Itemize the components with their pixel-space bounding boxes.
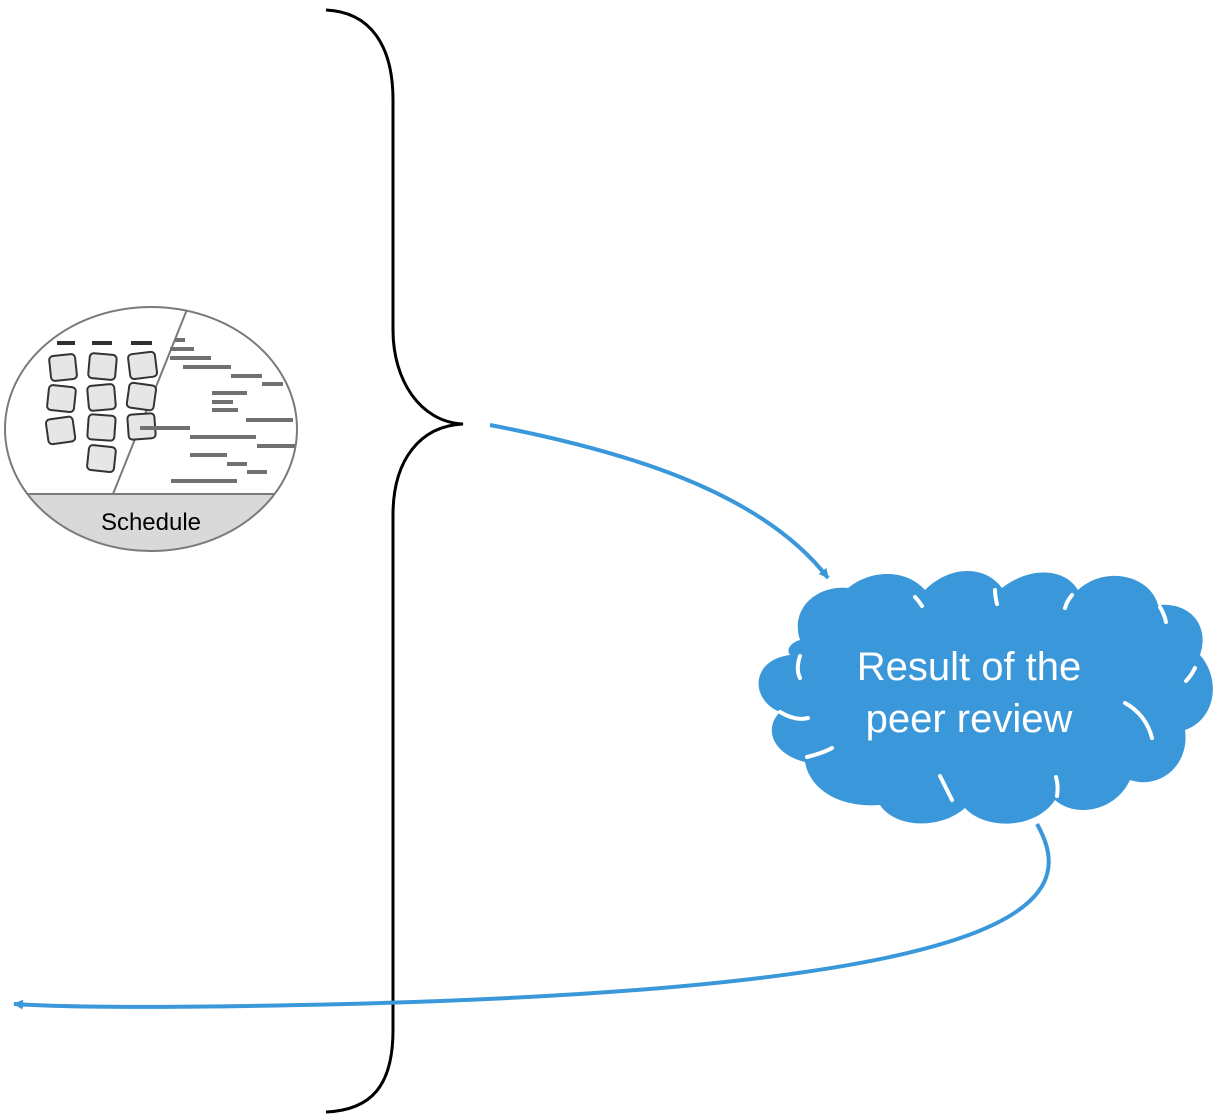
schedule-icon: Schedule — [4, 306, 298, 552]
card-grid — [44, 350, 159, 473]
peer-review-cloud: Result of the peer review — [758, 570, 1213, 824]
cloud-shape — [758, 570, 1213, 824]
cloud-text-line-1: Result of the — [857, 645, 1082, 689]
schedule-outline — [4, 306, 298, 552]
cloud-text-line-2: peer review — [866, 697, 1073, 741]
column-headers — [57, 341, 152, 345]
task-bars — [140, 338, 295, 483]
arrow-to-cloud — [489, 423, 830, 580]
arrow-return — [13, 823, 1051, 1010]
schedule-label: Schedule — [101, 509, 201, 536]
curly-brace — [325, 8, 464, 1114]
